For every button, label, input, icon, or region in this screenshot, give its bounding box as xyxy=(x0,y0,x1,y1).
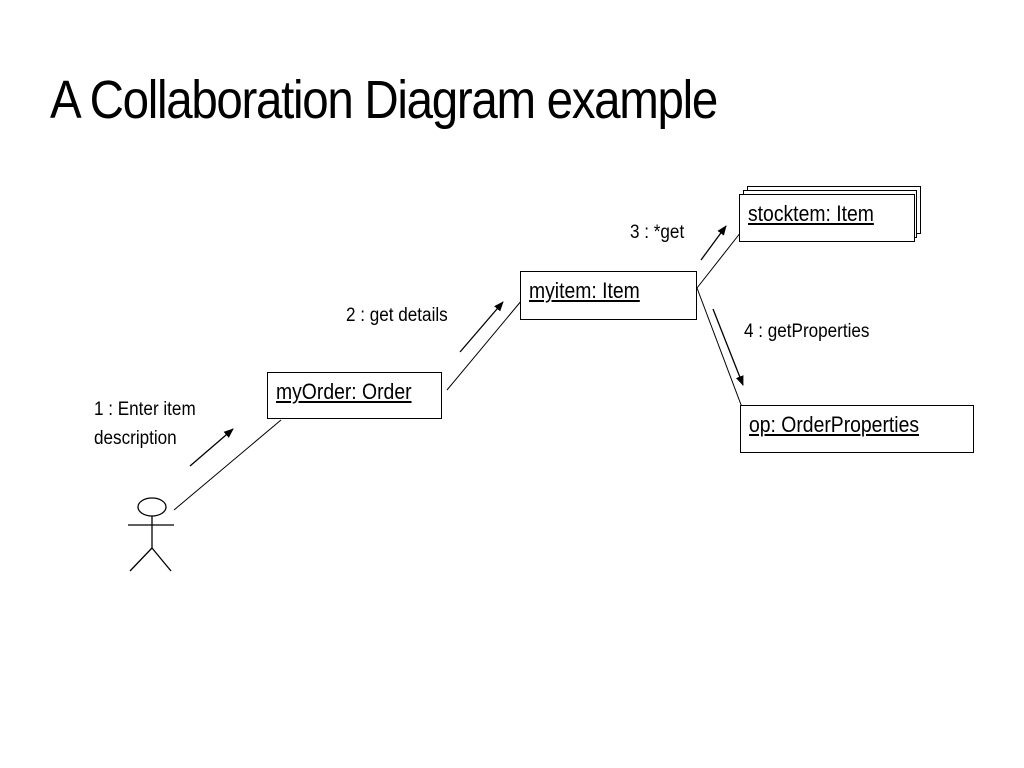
object-myitem[interactable]: myitem: Item xyxy=(520,271,697,320)
object-orderproperties-label: op: OrderProperties xyxy=(749,412,920,437)
message-label-3: 3 : *get xyxy=(630,222,685,243)
message-arrow-3 xyxy=(700,225,727,261)
message-label-1: 1 : Enter item description xyxy=(94,395,196,453)
object-myorder-label: myOrder: Order xyxy=(276,379,412,404)
message-label-1-line2: description xyxy=(94,428,177,449)
message-label-2: 2 : get details xyxy=(346,305,448,326)
object-myitem-label: myitem: Item xyxy=(529,278,640,303)
message-label-4: 4 : getProperties xyxy=(744,321,870,342)
message-arrow-2 xyxy=(459,301,504,353)
slide-title: A Collaboration Diagram example xyxy=(50,70,718,130)
link-myitem-stockitem xyxy=(696,231,742,289)
message-arrow-1 xyxy=(189,428,234,467)
actor-figure[interactable] xyxy=(128,497,174,572)
link-actor-myorder xyxy=(173,419,282,511)
object-stockitem[interactable]: stocktem: Item xyxy=(739,194,915,242)
object-stockitem-label: stocktem: Item xyxy=(748,201,874,226)
link-myorder-myitem xyxy=(446,299,523,391)
object-myorder[interactable]: myOrder: Order xyxy=(267,372,442,419)
object-orderproperties[interactable]: op: OrderProperties xyxy=(740,405,974,453)
link-myitem-op xyxy=(696,287,744,411)
message-label-1-line1: 1 : Enter item xyxy=(94,399,196,420)
message-arrow-4 xyxy=(712,308,744,386)
